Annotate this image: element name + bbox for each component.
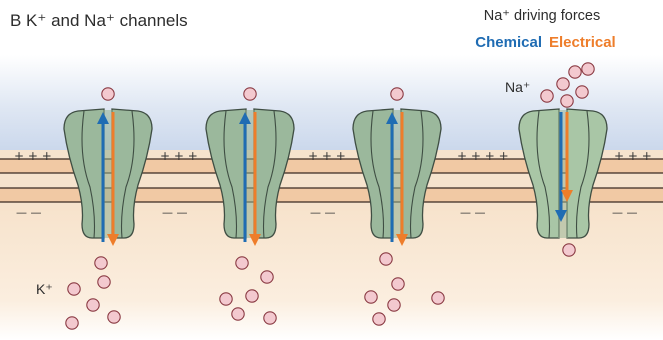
minus-charges-3: — —: [310, 206, 336, 219]
ion-particle: [373, 313, 385, 325]
minus-charges-4: — —: [460, 206, 486, 219]
ion-particle: [66, 317, 78, 329]
plus-charges-2: + + +: [160, 149, 198, 163]
panel-title: B K⁺ and Na⁺ channels: [10, 11, 188, 30]
na-ion-label: Na⁺: [505, 79, 530, 95]
ion-particle: [582, 63, 594, 75]
ion-particle: [557, 78, 569, 90]
plus-charges-4: + + + +: [457, 149, 509, 163]
ion-particle: [365, 291, 377, 303]
ion-particle: [220, 293, 232, 305]
ion-particle: [98, 276, 110, 288]
minus-charges-2: — —: [162, 206, 188, 219]
ion-particle: [576, 86, 588, 98]
plus-charges-5: + + +: [614, 149, 652, 163]
legend-title: Na⁺ driving forces: [484, 8, 600, 24]
ion-particle: [261, 271, 273, 283]
ion-particle: [569, 66, 581, 78]
ion-particle: [108, 311, 120, 323]
ion-particle: [432, 292, 444, 304]
ion-particle: [246, 290, 258, 302]
plus-charges-1: + + +: [14, 149, 52, 163]
legend-chemical: Chemical: [475, 34, 542, 51]
ion-particle: [561, 95, 573, 107]
ion-particle: [102, 88, 114, 100]
ion-particle: [95, 257, 107, 269]
legend-electrical: Electrical: [549, 34, 616, 51]
minus-charges-1: — —: [16, 206, 42, 219]
k-ion-label: K⁺: [36, 281, 53, 297]
plus-charges-3: + + +: [308, 149, 346, 163]
ion-particle: [541, 90, 553, 102]
ion-particle: [392, 278, 404, 290]
ion-particle: [68, 283, 80, 295]
ion-particle: [87, 299, 99, 311]
ion-particle: [563, 244, 575, 256]
ion-particle: [391, 88, 403, 100]
ion-particle: [232, 308, 244, 320]
ion-particle: [264, 312, 276, 324]
ion-particle: [380, 253, 392, 265]
ion-particle: [244, 88, 256, 100]
ion-particle: [236, 257, 248, 269]
ion-particle: [388, 299, 400, 311]
minus-charges-5: — —: [612, 206, 638, 219]
